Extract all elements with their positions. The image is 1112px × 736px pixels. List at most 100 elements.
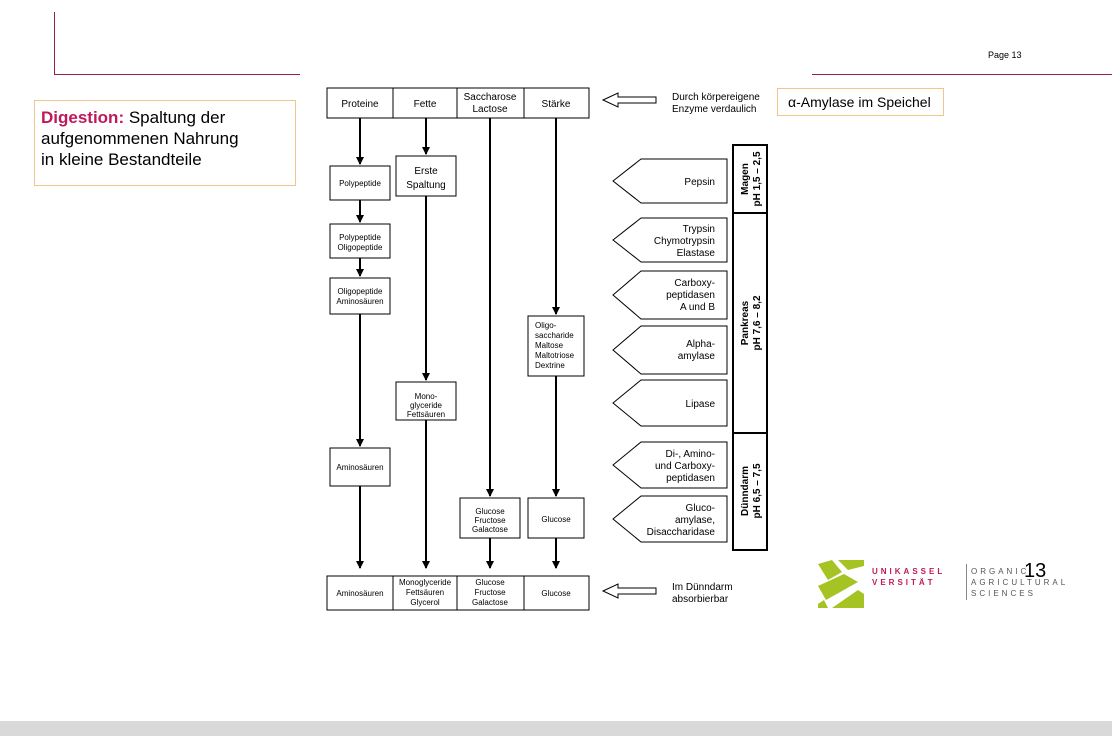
logo-org-row2: AGRICULTURAL	[971, 578, 1069, 587]
alpha-amylase-note: α-Amylase im Speichel	[777, 88, 944, 116]
enzyme-alpha-shape	[612, 325, 728, 375]
definition-line-3: in kleine Bestandteile	[41, 150, 202, 169]
label-mono-1: Mono-	[415, 392, 438, 401]
definition-line-2: aufgenommenen Nahrung	[41, 129, 239, 148]
label-oligo-4: Maltotriose	[535, 351, 575, 360]
definition-line-1: Spaltung der	[124, 108, 226, 127]
label-mono-3: Fettsäuren	[407, 410, 445, 419]
logo-mark-icon	[818, 560, 864, 608]
label-glucose: Glucose	[541, 515, 571, 524]
page-label: Page 13	[988, 50, 1022, 60]
enzyme-pepsin-shape	[612, 158, 728, 204]
enzyme-di-3: peptidasen	[666, 473, 715, 484]
bottom-note-line1: Im Dünndarm	[672, 582, 733, 593]
logo-divider	[966, 564, 967, 600]
label-sugar-1: Glucose	[475, 507, 505, 516]
digestion-diagram: Proteine Fette Saccharose Lactose Stärke…	[326, 87, 768, 611]
organ-magen-bar	[732, 144, 768, 214]
enzyme-di-shape	[612, 441, 728, 489]
bottom-glucose: Glucose	[541, 589, 571, 598]
label-spaltung: Spaltung	[406, 180, 445, 191]
enzyme-lipase: Lipase	[686, 399, 716, 410]
digestion-definition-box: Digestion: Spaltung der aufgenommenen Na…	[34, 100, 296, 186]
organ-duenndarm-name: Dünndarm	[740, 466, 751, 516]
enzyme-trypsin-2: Chymotrypsin	[654, 236, 715, 247]
organ-duenndarm-bar	[732, 432, 768, 551]
header-divider-vertical	[54, 12, 55, 74]
box-polypeptide	[329, 165, 391, 201]
logo-uni-row2: VERSITÄT	[872, 578, 936, 587]
enzyme-lipase-shape	[612, 379, 728, 427]
enzyme-di-1: Di-, Amino-	[666, 449, 715, 460]
header-lactose: Lactose	[472, 104, 507, 115]
label-poly-oligo-2: Oligopeptide	[338, 243, 383, 252]
label-mono-2: glyceride	[410, 401, 443, 410]
enzyme-gluco-shape	[612, 495, 728, 543]
logo-org-row3: SCIENCES	[971, 589, 1036, 598]
enzyme-alpha-2: amylase	[678, 351, 716, 362]
keyword-colon: :	[118, 108, 125, 127]
enzyme-gluco-1: Gluco-	[686, 503, 715, 514]
box-poly-oligopeptide	[329, 223, 391, 259]
bottom-mono-1: Monoglyceride	[399, 578, 452, 587]
logo-org-row1: ORGANIC	[971, 567, 1030, 576]
enzyme-trypsin-1: Trypsin	[683, 224, 715, 235]
enzyme-pepsin: Pepsin	[684, 177, 715, 188]
label-oligo-3: Maltose	[535, 341, 564, 350]
enzyme-trypsin-shape	[612, 217, 728, 263]
bottom-sugar-1: Glucose	[475, 578, 505, 587]
header-staerke: Stärke	[542, 99, 571, 110]
bottom-sugar-2: Fructose	[474, 588, 506, 597]
logo-uni-row1: UNIKASSEL	[872, 567, 946, 576]
organ-pankreas-name: Pankreas	[740, 300, 751, 345]
box-glucose	[527, 497, 585, 539]
enzyme-carboxy-1: Carboxy-	[674, 278, 715, 289]
label-oligo-amino-1: Oligopeptide	[338, 287, 383, 296]
organ-magen-name: Magen	[740, 163, 751, 195]
university-logo: UNIKASSEL VERSITÄT ORGANIC AGRICULTURAL …	[818, 556, 1088, 612]
bottom-mono-2: Fettsäuren	[406, 588, 444, 597]
header-proteine: Proteine	[341, 99, 379, 110]
label-sugar-3: Galactose	[472, 525, 509, 534]
slide-number: 13	[1024, 560, 1047, 582]
box-oligosaccharide	[527, 315, 585, 377]
box-aminosaeuren	[329, 447, 391, 487]
header-fette: Fette	[414, 99, 437, 110]
bottom-hollow-arrow	[601, 583, 657, 599]
label-erste: Erste	[414, 166, 438, 177]
box-erste-spaltung	[395, 155, 457, 197]
label-oligo-5: Dextrine	[535, 361, 565, 370]
box-monoglyceride	[395, 381, 457, 421]
keyword-digestion: Digestion	[41, 108, 119, 127]
label-aminosaeuren: Aminosäuren	[336, 463, 383, 472]
enzyme-alpha-1: Alpha-	[686, 339, 715, 350]
enzyme-gluco-2: amylase,	[675, 515, 715, 526]
label-polypeptide: Polypeptide	[339, 179, 381, 188]
organ-pankreas-bar	[732, 212, 768, 434]
enzyme-trypsin-3: Elastase	[677, 248, 716, 259]
header-saccharose: Saccharose	[464, 92, 517, 103]
bottom-mono-3: Glycerol	[410, 598, 440, 607]
bottom-aminosaeuren: Aminosäuren	[336, 589, 383, 598]
top-hollow-arrow	[601, 92, 657, 108]
enzyme-gluco-3: Disaccharidase	[647, 527, 716, 538]
bottom-sugar-3: Galactose	[472, 598, 509, 607]
organ-pankreas-ph: pH 7,6 – 8,2	[752, 295, 763, 350]
box-glucose-fructose	[459, 497, 521, 539]
label-poly-oligo-1: Polypeptide	[339, 233, 381, 242]
header-divider-right	[812, 74, 1112, 75]
header-divider-left	[54, 74, 300, 75]
enzyme-carboxy-2: peptidasen	[666, 290, 715, 301]
bottom-cell-glucose	[523, 575, 590, 611]
label-sugar-2: Fructose	[474, 516, 506, 525]
box-oligo-amino	[329, 277, 391, 315]
bottom-bar	[0, 721, 1112, 736]
top-note-line2: Enzyme verdaulich	[672, 104, 756, 115]
enzyme-carboxy-shape	[612, 270, 728, 320]
enzyme-di-2: und Carboxy-	[655, 461, 715, 472]
organ-magen-ph: pH 1,5 – 2,5	[752, 151, 763, 206]
organ-duenndarm-ph: pH 6,5 – 7,5	[752, 463, 763, 518]
top-note-line1: Durch körpereigene	[672, 92, 760, 103]
label-oligo-2: saccharide	[535, 331, 574, 340]
bottom-note-line2: absorbierbar	[672, 594, 729, 605]
